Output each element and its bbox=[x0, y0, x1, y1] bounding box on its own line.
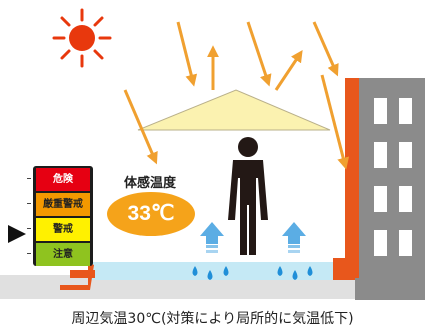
person-icon bbox=[228, 137, 268, 255]
risk-level-caution: 注意 bbox=[36, 243, 90, 266]
scale-tick bbox=[27, 203, 31, 204]
water-drop-icon bbox=[277, 266, 283, 276]
water-drop-icon bbox=[307, 266, 313, 276]
risk-level-severe-warning: 厳重警戒 bbox=[36, 193, 90, 216]
risk-level-warning: 警戒 bbox=[36, 218, 90, 241]
hot-edge bbox=[70, 270, 95, 278]
sun-rays bbox=[123, 21, 350, 170]
water-drop-icon bbox=[292, 270, 298, 280]
water-drop-icon bbox=[207, 270, 213, 280]
scale-tick bbox=[27, 228, 31, 229]
scale-tick bbox=[27, 178, 31, 179]
sun-icon bbox=[52, 8, 112, 68]
cool-water-floor bbox=[88, 262, 350, 280]
heat-risk-scale: 危険 厳重警戒 警戒 注意 bbox=[27, 166, 93, 266]
building-icon bbox=[333, 78, 425, 300]
mist-arrow-icon bbox=[282, 222, 306, 253]
perceived-temperature-label: 体感温度 bbox=[123, 176, 176, 191]
water-drop-icon bbox=[192, 266, 198, 276]
water-drop-icon bbox=[223, 266, 229, 276]
mist-arrow-icon bbox=[200, 222, 224, 253]
scale-tick bbox=[27, 253, 31, 254]
shade-canopy bbox=[137, 89, 331, 131]
risk-level-danger: 危険 bbox=[36, 168, 90, 191]
perceived-temperature-badge: 33℃ bbox=[107, 192, 195, 236]
water-drops bbox=[192, 266, 313, 280]
pointer-icon bbox=[8, 225, 26, 243]
caption: 周辺気温30℃(対策により局所的に気温低下) bbox=[71, 311, 354, 327]
